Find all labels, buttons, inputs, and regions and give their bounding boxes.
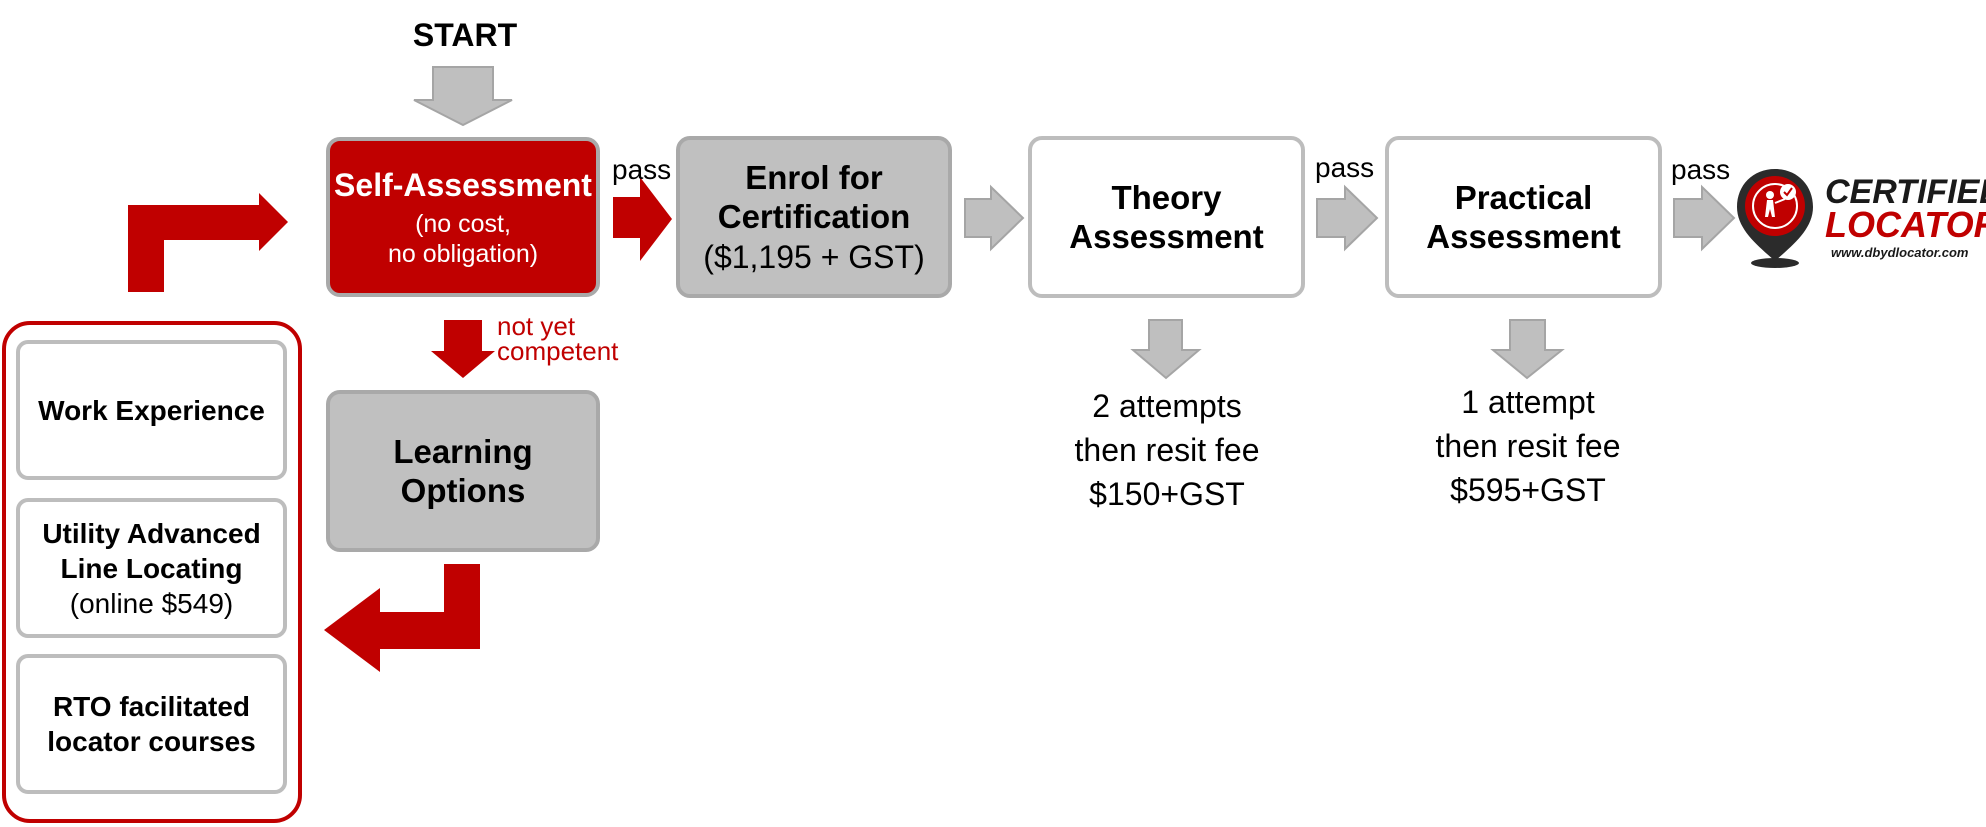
logo-word2: LOCATOR [1825, 204, 1986, 245]
logo-word1: CERTIFIED [1825, 173, 1986, 211]
enrol-box: Enrol for Certification ($1,195 + GST) [676, 136, 952, 298]
learning-return-arrow [324, 564, 480, 672]
self-assessment-line1: (no cost, [415, 209, 511, 238]
practical-note-line3: $595+GST [1450, 472, 1606, 508]
enrol-line2: Certification [717, 198, 911, 235]
self-assessment-title: Self-Assessment [334, 166, 592, 203]
not-yet-competent-label: not yet competent [497, 311, 619, 366]
theory-note-line3: $150+GST [1089, 476, 1245, 512]
option-rto-courses: RTO facilitated locator courses [16, 654, 287, 794]
utility-line1: Utility Advanced [42, 517, 261, 549]
work-experience-label: Work Experience [38, 394, 265, 426]
start-label: START [412, 17, 518, 53]
practical-note: 1 attempt then resit fee $595+GST [1391, 380, 1665, 512]
arrow-theory-practical [1316, 184, 1379, 252]
utility-price: (online $549) [69, 587, 234, 619]
pass-label-3: pass [1671, 154, 1731, 185]
pass-arrow-red [613, 177, 672, 261]
locator-pin-icon [1737, 169, 1813, 268]
enrol-fee: ($1,195 + GST) [703, 239, 925, 275]
not-yet-line1: not yet [497, 311, 576, 341]
pass-label-1: pass [612, 154, 672, 185]
practical-line1: Practical [1454, 179, 1593, 216]
self-assessment-line2: no obligation) [387, 239, 539, 268]
arrow-practical-logo [1673, 184, 1736, 252]
rto-line2: locator courses [47, 726, 256, 757]
certified-locator-logo: CERTIFIED LOCATOR www.dbydlocator.com [1735, 165, 1986, 275]
pass-label-2: pass [1315, 152, 1375, 183]
option-utility-line-locating: Utility Advanced Line Locating (online $… [16, 498, 287, 638]
practical-note-line1: 1 attempt [1461, 384, 1595, 420]
start-down-arrow [413, 66, 513, 127]
learning-options-group [2, 321, 302, 823]
practical-down-arrow [1490, 319, 1565, 380]
practical-line2: Assessment [1426, 218, 1621, 255]
self-assessment-box: Self-Assessment (no cost, no obligation) [326, 137, 600, 297]
practical-assessment-box: Practical Assessment [1385, 136, 1662, 298]
logo-url: www.dbydlocator.com [1831, 245, 1969, 260]
option-work-experience: Work Experience [16, 340, 287, 480]
practical-note-line2: then resit fee [1435, 428, 1621, 464]
retry-arrow [128, 193, 288, 292]
theory-down-arrow [1130, 319, 1202, 380]
theory-note: 2 attempts then resit fee $150+GST [1030, 384, 1304, 516]
not-yet-line2: competent [497, 336, 619, 366]
arrow-enrol-theory [964, 184, 1025, 252]
theory-assessment-box: Theory Assessment [1028, 136, 1305, 298]
not-yet-down-arrow [431, 320, 495, 378]
utility-line2: Line Locating [60, 552, 243, 584]
rto-line1: RTO facilitated [52, 691, 251, 722]
theory-note-line1: 2 attempts [1092, 388, 1242, 424]
theory-note-line2: then resit fee [1074, 432, 1260, 468]
learning-options-box: Learning Options [326, 390, 600, 552]
theory-line1: Theory [1111, 179, 1222, 216]
enrol-line1: Enrol for [745, 159, 883, 196]
learning-line1: Learning [393, 433, 533, 470]
theory-line2: Assessment [1069, 218, 1264, 255]
learning-line2: Options [400, 472, 526, 509]
